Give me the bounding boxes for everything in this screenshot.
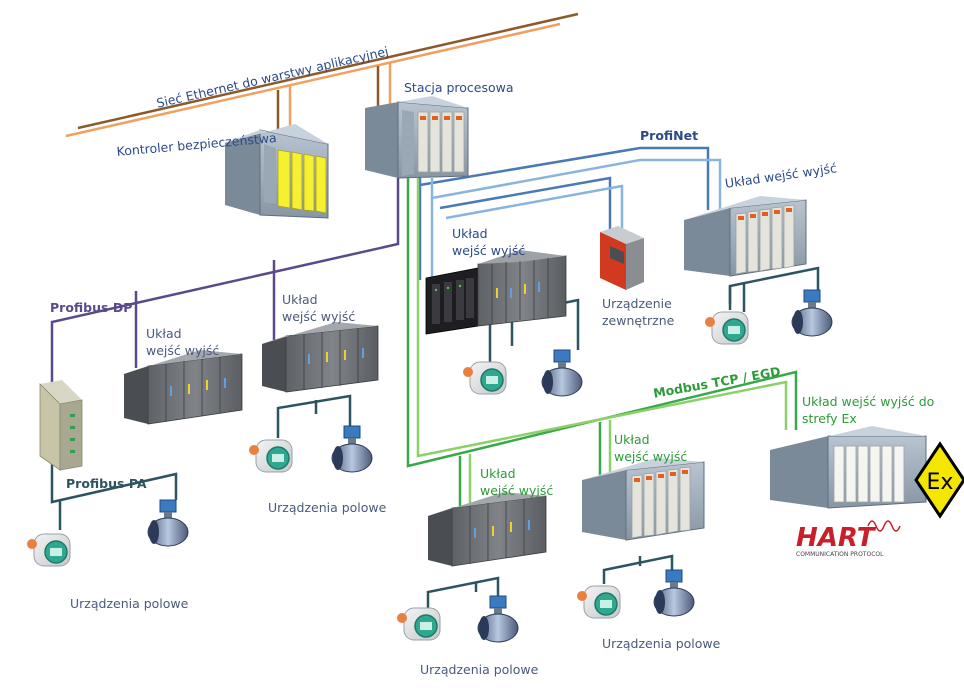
field-devices-label-2: Urządzenia polowe — [268, 500, 387, 515]
profibus-pa-bus — [50, 462, 178, 530]
field-flowmeter-profinet-right — [791, 289, 833, 337]
external-device — [600, 226, 644, 290]
station-label: Stacja procesowa — [404, 80, 514, 95]
io-dp-1-label-2: wejść wyjść — [146, 343, 220, 358]
profibus-dp-bus — [50, 178, 400, 388]
svg-text:Ex: Ex — [927, 470, 954, 495]
io-rack-modbus-1 — [428, 492, 547, 567]
profibus-coupler — [39, 380, 83, 471]
svg-text:COMMUNICATION PROTOCOL: COMMUNICATION PROTOCOL — [796, 551, 884, 558]
profibus-dp-label: Profibus DP — [50, 300, 133, 315]
field-devices-label-1: Urządzenia polowe — [70, 596, 189, 611]
field-flowmeter-modbus-1 — [477, 595, 519, 643]
io-rack-profinet-right — [684, 196, 807, 277]
io-rack-modbus-2 — [582, 458, 705, 541]
io-ex-label-1: Układ wejść wyjść do — [802, 394, 935, 409]
io-rack-dp-2 — [262, 322, 379, 393]
field-transmitter-profinet-right — [705, 311, 749, 345]
io-profinet-left-label-2: wejść wyjść — [452, 243, 526, 258]
io-profinet-left-label-1: Układ — [452, 226, 488, 241]
ex-symbol: Ex — [914, 441, 964, 519]
field-transmitter-modbus-1 — [397, 607, 441, 641]
io-modbus-1-label-1: Układ — [480, 466, 516, 481]
field-wiring — [276, 266, 820, 608]
external-label-1: Urządzenie — [602, 296, 672, 311]
ethernet-bus — [65, 12, 579, 140]
field-devices-label-3: Urządzenia polowe — [420, 662, 539, 677]
modbus-bus — [406, 178, 798, 510]
svg-text:HART: HART — [796, 523, 877, 553]
field-flowmeter-modbus-2 — [653, 569, 695, 617]
io-modbus-1-label-2: wejść wyjść — [480, 483, 554, 498]
io-dp-1-label-1: Układ — [146, 326, 182, 341]
io-modbus-2-label-1: Układ — [614, 432, 650, 447]
io-dp-2-label-1: Układ — [282, 292, 318, 307]
field-transmitter-modbus-2 — [577, 585, 621, 619]
profinet-bus — [418, 146, 722, 280]
io-rack-ex — [770, 426, 927, 509]
io-modbus-2-label-2: wejść wyjść — [614, 449, 688, 464]
field-flowmeter-profinet-left — [541, 349, 583, 397]
profinet-label: ProfiNet — [640, 128, 699, 143]
field-flowmeter-pa — [147, 499, 189, 547]
field-transmitter-profinet-left — [463, 361, 507, 395]
io-rack-dp-1 — [124, 350, 243, 425]
field-transmitter-dp — [249, 439, 293, 473]
safety-controller — [225, 124, 329, 219]
hart-logo: HART COMMUNICATION PROTOCOL — [796, 520, 901, 558]
profibus-pa-label: Profibus PA — [66, 476, 147, 491]
field-flowmeter-dp — [331, 425, 373, 473]
io-rack-profinet-left — [425, 250, 567, 335]
process-station — [365, 96, 469, 179]
field-devices-label-4: Urządzenia polowe — [602, 636, 721, 651]
external-label-2: zewnętrzne — [602, 313, 675, 328]
field-transmitter-pa — [27, 533, 71, 567]
io-dp-2-label-2: wejść wyjść — [282, 309, 356, 324]
io-ex-label-2: strefy Ex — [802, 411, 857, 426]
